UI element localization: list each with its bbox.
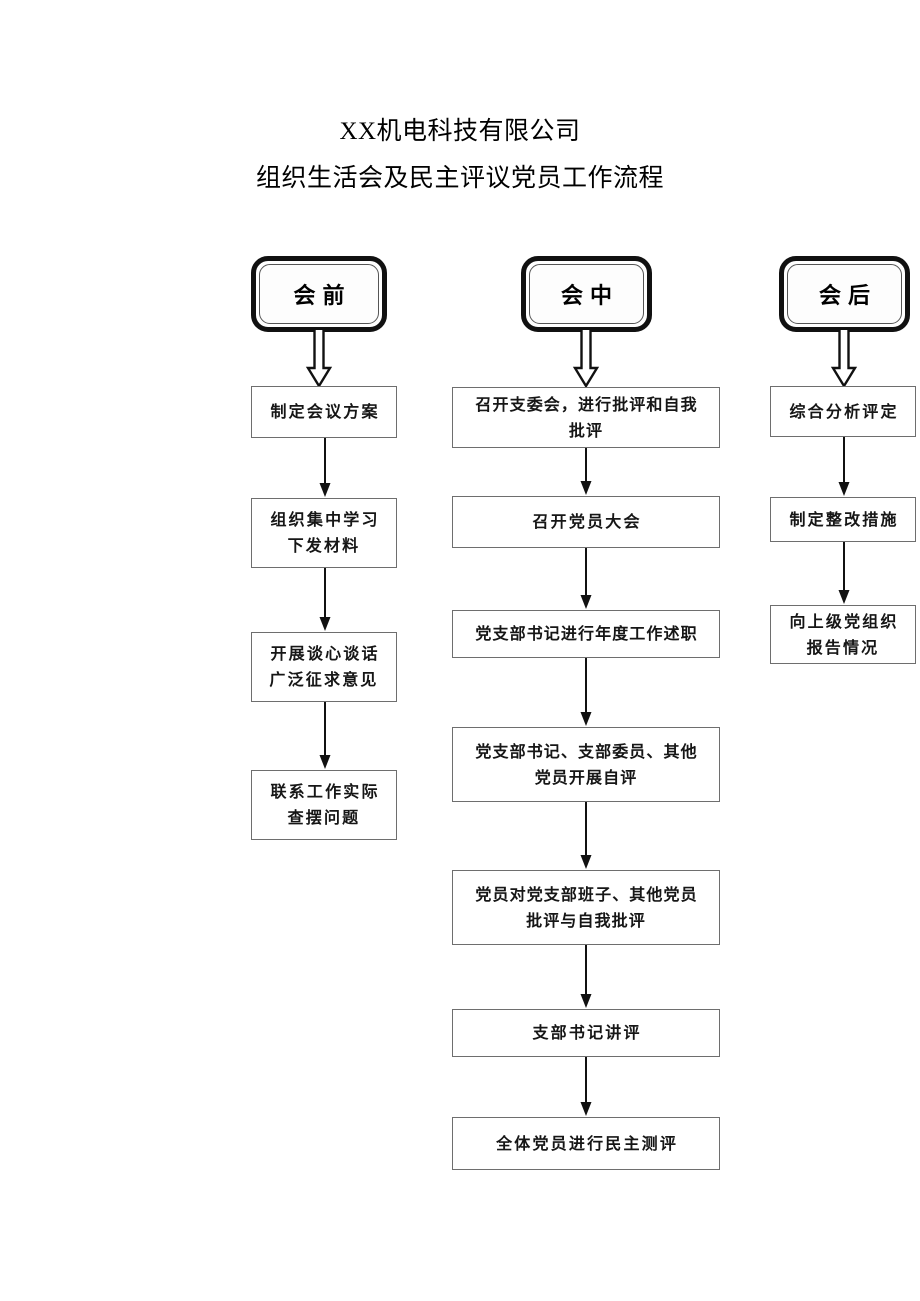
node-label-step-d3: 党支部书记进行年度工作述职 (475, 624, 698, 644)
node-label-step-b2: 组织集中学习 下发材料 (270, 510, 380, 555)
connector-b3-b4 (318, 702, 332, 770)
node-label-step-d4: 党支部书记、支部委员、其他 党员开展自评 (475, 741, 698, 787)
connector-hollow-after-meeting (830, 330, 858, 389)
node-label-step-d5: 党员对党支部班子、其他党员 批评与自我批评 (475, 884, 698, 930)
node-step-d1[interactable]: 召开支委会，进行批评和自我 批评 (452, 387, 720, 448)
node-step-b4[interactable]: 联系工作实际 查摆问题 (251, 770, 397, 840)
header-node-during-meeting[interactable]: 会中 (521, 256, 652, 332)
connector-a1-a2 (837, 437, 851, 497)
connector-hollow-before-meeting (305, 330, 333, 389)
node-label-step-d6: 支部书记讲评 (532, 1023, 642, 1043)
header-label-before-meeting: 会前 (293, 284, 352, 309)
node-label-step-a1: 综合分析评定 (789, 401, 899, 421)
node-step-d5[interactable]: 党员对党支部班子、其他党员 批评与自我批评 (452, 870, 720, 945)
node-label-step-d2: 召开党员大会 (532, 512, 642, 532)
node-label-step-b3: 开展谈心谈话 广泛征求意见 (269, 644, 380, 689)
node-label-step-a2: 制定整改措施 (789, 509, 899, 529)
company-name: XX机电科技有限公司 (339, 118, 581, 145)
node-step-d3[interactable]: 党支部书记进行年度工作述职 (452, 610, 720, 658)
connector-d2-d3 (579, 548, 593, 610)
header-node-inner: 会后 (787, 264, 902, 324)
connector-d5-d6 (579, 945, 593, 1009)
header-label-during-meeting: 会中 (560, 284, 619, 309)
header-node-after-meeting[interactable]: 会后 (779, 256, 910, 332)
connector-d4-d5 (579, 802, 593, 870)
node-step-d6[interactable]: 支部书记讲评 (452, 1009, 720, 1057)
header-node-inner: 会中 (529, 264, 644, 324)
node-step-a3[interactable]: 向上级党组织 报告情况 (770, 605, 916, 664)
header-label-after-meeting: 会后 (818, 284, 877, 309)
header-node-inner: 会前 (259, 264, 379, 324)
connector-a2-a3 (837, 542, 851, 605)
connector-b2-b3 (318, 568, 332, 632)
node-step-d2[interactable]: 召开党员大会 (452, 496, 720, 548)
node-label-step-d1: 召开支委会，进行批评和自我 批评 (475, 394, 698, 440)
node-step-b2[interactable]: 组织集中学习 下发材料 (251, 498, 397, 568)
connector-d1-d2 (579, 448, 593, 496)
node-step-a1[interactable]: 综合分析评定 (770, 386, 916, 437)
node-label-step-a3: 向上级党组织 报告情况 (789, 611, 899, 657)
connector-d6-d7 (579, 1057, 593, 1117)
connector-hollow-during-meeting (572, 330, 600, 389)
page-title: 组织生活会及民主评议党员工作流程 (255, 165, 664, 192)
node-label-step-d7: 全体党员进行民主测评 (496, 1133, 679, 1153)
node-step-a2[interactable]: 制定整改措施 (770, 497, 916, 542)
header-node-before-meeting[interactable]: 会前 (251, 256, 387, 332)
node-label-step-b4: 联系工作实际 查摆问题 (270, 782, 380, 827)
connector-b1-b2 (318, 438, 332, 498)
node-step-d4[interactable]: 党支部书记、支部委员、其他 党员开展自评 (452, 727, 720, 802)
node-step-b1[interactable]: 制定会议方案 (251, 386, 397, 438)
node-label-step-b1: 制定会议方案 (270, 402, 380, 422)
document-title-block: XX机电科技有限公司 组织生活会及民主评议党员工作流程 (0, 112, 920, 200)
node-step-b3[interactable]: 开展谈心谈话 广泛征求意见 (251, 632, 397, 702)
connector-d3-d4 (579, 658, 593, 727)
node-step-d7[interactable]: 全体党员进行民主测评 (452, 1117, 720, 1170)
